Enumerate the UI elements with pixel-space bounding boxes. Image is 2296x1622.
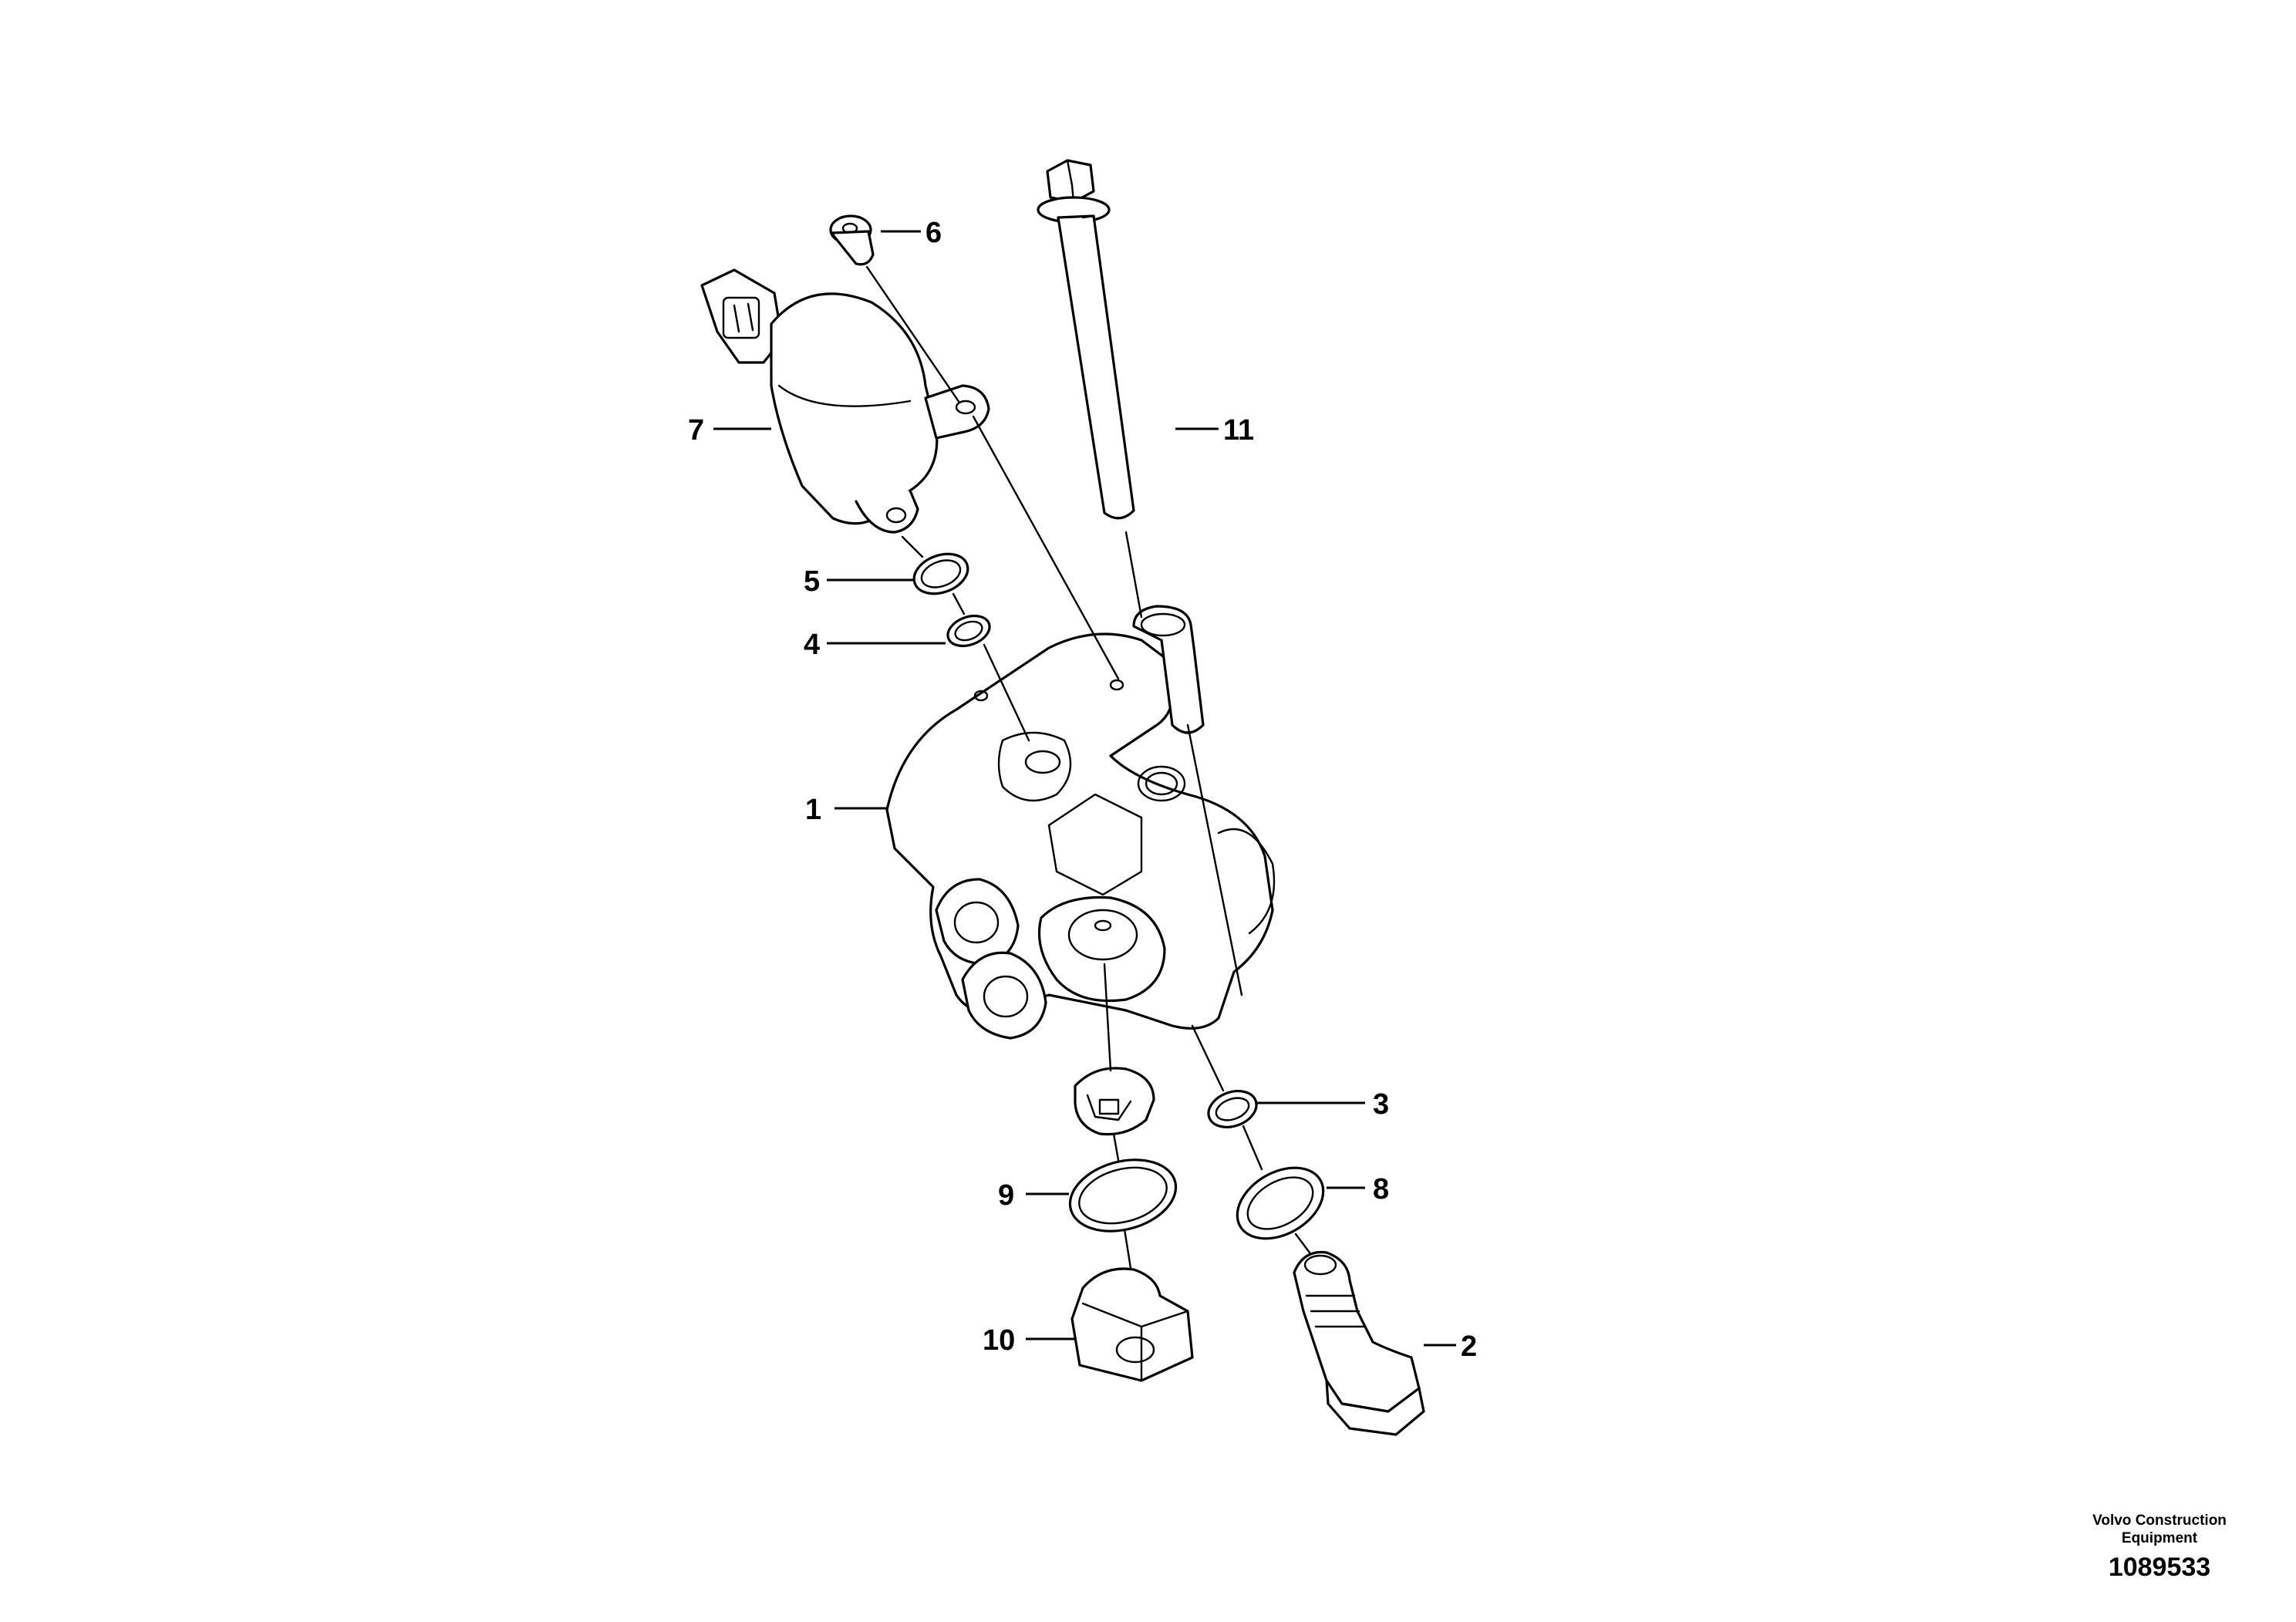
strainer-insert — [1074, 1067, 1155, 1136]
company-name-line2: Equipment — [2121, 1530, 2198, 1546]
drawing-credit: Volvo Construction Equipment 1089533 — [2067, 1512, 2252, 1584]
leader-lines — [713, 230, 1456, 1347]
label-part-4: 4 — [804, 629, 820, 661]
part-1-valve-housing — [885, 605, 1276, 1040]
part-9-o-ring — [1068, 1158, 1178, 1233]
assembly-guide-lines — [865, 265, 1311, 1270]
part-7-solenoid-valve — [700, 268, 990, 534]
part-11-bolt — [1037, 159, 1135, 520]
label-part-7: 7 — [688, 414, 704, 447]
part-8-o-ring — [1236, 1166, 1325, 1240]
part-5-o-ring — [912, 552, 969, 595]
company-name-line1: Volvo Construction — [2092, 1512, 2227, 1529]
drawing-number: 1089533 — [2108, 1553, 2211, 1582]
part-4-o-ring — [946, 614, 991, 648]
label-part-9: 9 — [998, 1179, 1014, 1212]
part-6-screw — [829, 214, 875, 266]
part-10-hex-plug — [1070, 1267, 1194, 1382]
part-number-labels: 6 7 11 5 4 1 3 8 9 10 2 — [688, 217, 1477, 1363]
label-part-8: 8 — [1373, 1173, 1389, 1206]
label-part-3: 3 — [1373, 1088, 1389, 1121]
label-part-6: 6 — [925, 217, 942, 249]
part-2-relief-valve — [1293, 1250, 1425, 1436]
label-part-1: 1 — [805, 794, 821, 826]
part-3-o-ring — [1207, 1090, 1258, 1128]
label-part-10: 10 — [983, 1324, 1015, 1357]
label-part-2: 2 — [1461, 1330, 1477, 1363]
label-part-5: 5 — [804, 565, 820, 598]
label-part-11: 11 — [1223, 414, 1254, 447]
